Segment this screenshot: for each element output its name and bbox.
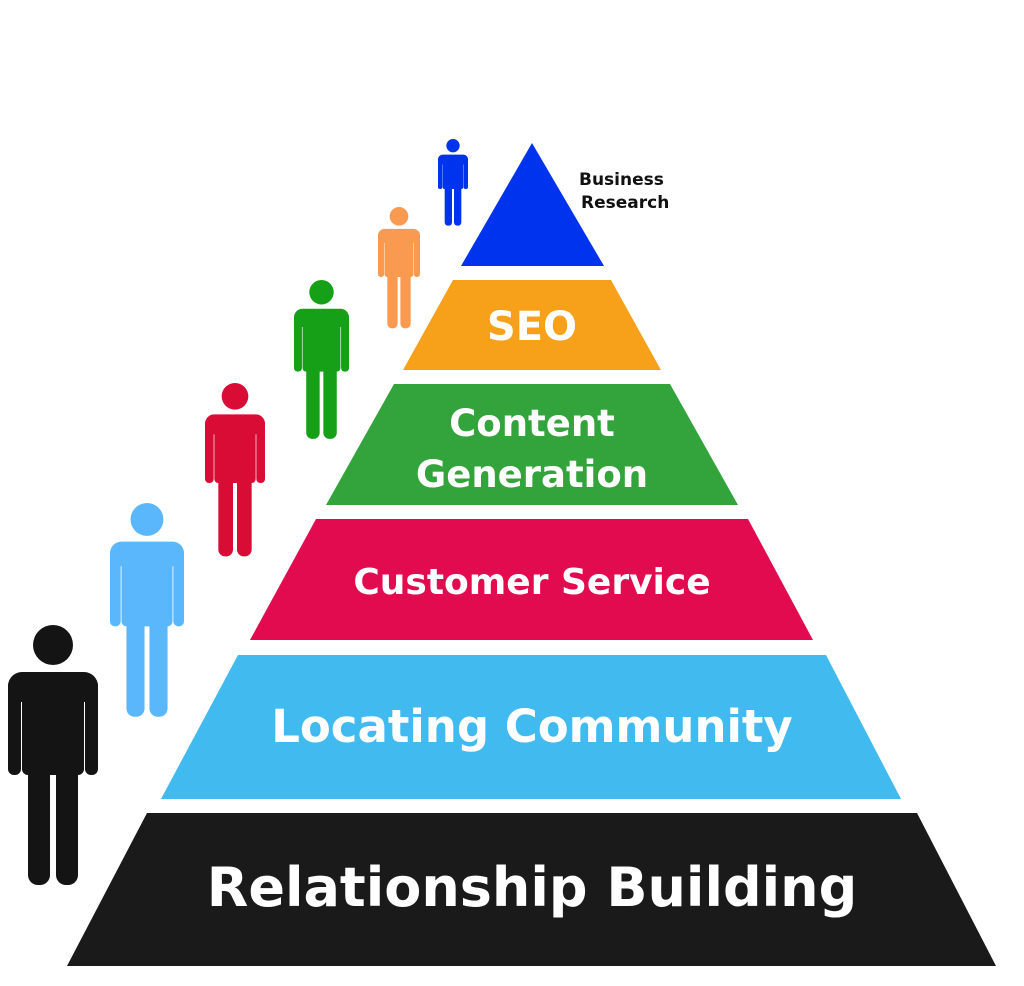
person-icon bbox=[205, 383, 265, 557]
layer-label-content-generation: Content bbox=[449, 402, 615, 445]
person-icon bbox=[294, 280, 349, 439]
pyramid-layer-relationship-building bbox=[67, 813, 996, 966]
person-icon bbox=[110, 503, 184, 717]
person-icon bbox=[378, 207, 420, 329]
layer-label-seo: SEO bbox=[487, 304, 577, 350]
pyramid-layer-customer-service bbox=[250, 519, 813, 640]
layer-label-relationship-building: Relationship Building bbox=[207, 856, 857, 919]
layer-label-locating-community: Locating Community bbox=[271, 700, 793, 753]
pyramid-apex-business-research bbox=[461, 143, 604, 266]
people-group bbox=[8, 139, 468, 885]
pyramid-layer-seo bbox=[403, 280, 661, 370]
pyramid-layer-content-generation bbox=[326, 384, 738, 505]
person-icon bbox=[8, 625, 98, 885]
apex-label-line1: Business bbox=[579, 170, 664, 190]
apex-label-line2: Research bbox=[581, 193, 669, 213]
layer-label-content-generation: Generation bbox=[416, 453, 648, 496]
person-icon bbox=[438, 139, 468, 226]
layer-label-customer-service: Customer Service bbox=[353, 562, 710, 603]
pyramid-layer-locating-community bbox=[161, 655, 901, 799]
